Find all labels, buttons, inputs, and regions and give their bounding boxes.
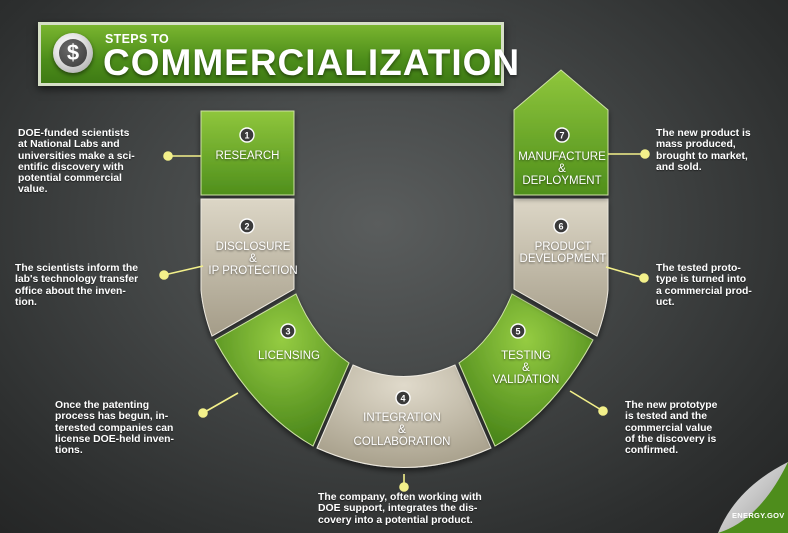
connector-lines xyxy=(159,149,650,492)
step-3-number: 3 xyxy=(285,326,290,336)
step-7-label: MANUFACTURE & DEPLOYMENT xyxy=(518,151,606,187)
step-3-number-badge: 3 xyxy=(280,323,296,339)
step-5-description: The new prototype is tested and the comm… xyxy=(625,400,718,457)
step-4-description: The company, often working with DOE supp… xyxy=(318,492,482,526)
step-1-research-block xyxy=(200,110,295,196)
step-3-label: LICENSING xyxy=(258,350,320,362)
dollar-coin-icon: $ xyxy=(53,33,93,73)
step-4-number: 4 xyxy=(400,393,405,403)
step-6-number-badge: 6 xyxy=(553,218,569,234)
step-4-number-badge: 4 xyxy=(395,390,411,406)
step-2-number: 2 xyxy=(244,221,249,231)
header-title: COMMERCIALIZATION xyxy=(103,42,521,83)
page-curl-decoration xyxy=(718,462,788,533)
connector-dot-step-7 xyxy=(640,149,650,159)
step-6-label: PRODUCT DEVELOPMENT xyxy=(519,241,607,265)
step-6-description: The tested proto- type is turned into a … xyxy=(656,263,752,308)
step-1-label: RESEARCH xyxy=(215,150,280,162)
step-5-label: TESTING & VALIDATION xyxy=(492,350,560,386)
step-7-number-badge: 7 xyxy=(554,127,570,143)
connector-dot-step-3 xyxy=(198,408,208,418)
connector-step-5 xyxy=(569,390,604,412)
connector-step-2 xyxy=(163,265,204,276)
step-5-testing-block xyxy=(458,293,594,447)
connector-step-6 xyxy=(605,266,645,279)
step-4-integration-block xyxy=(316,364,492,468)
connector-dot-step-4 xyxy=(399,482,409,492)
step-1-number-badge: 1 xyxy=(239,127,255,143)
step-number-badges: 1 2 3 4 5 6 7 xyxy=(239,127,570,406)
step-1-description: DOE-funded scientists at National Labs a… xyxy=(18,128,135,196)
header-subtitle: STEPS TO xyxy=(105,32,169,46)
step-7-number: 7 xyxy=(559,130,564,140)
dollar-glyph: $ xyxy=(59,39,87,67)
connector-dot-step-1 xyxy=(163,151,173,161)
step-3-licensing-block xyxy=(214,293,350,447)
connector-dot-step-5 xyxy=(598,406,608,416)
step-1-number: 1 xyxy=(244,130,249,140)
connector-step-3 xyxy=(202,392,239,414)
step-4-label: INTEGRATION & COLLABORATION xyxy=(353,412,451,448)
step-3-description: Once the patenting process has begun, in… xyxy=(55,400,174,457)
step-6-product-development-block xyxy=(513,198,609,337)
step-5-number-badge: 5 xyxy=(510,323,526,339)
step-2-number-badge: 2 xyxy=(239,218,255,234)
step-2-description: The scientists inform the lab's technolo… xyxy=(15,263,139,308)
step-5-number: 5 xyxy=(515,326,520,336)
connector-dot-step-6 xyxy=(639,273,649,283)
step-7-description: The new product is mass produced, brough… xyxy=(656,128,751,173)
step-2-label: DISCLOSURE & IP PROTECTION xyxy=(208,241,298,277)
step-6-number: 6 xyxy=(558,221,563,231)
energy-gov-logo-text: ENERGY.GOV xyxy=(732,511,785,520)
connector-dot-step-2 xyxy=(159,270,169,280)
step-2-disclosure-block xyxy=(200,198,295,337)
header-banner: $ STEPS TO COMMERCIALIZATION xyxy=(38,22,519,86)
